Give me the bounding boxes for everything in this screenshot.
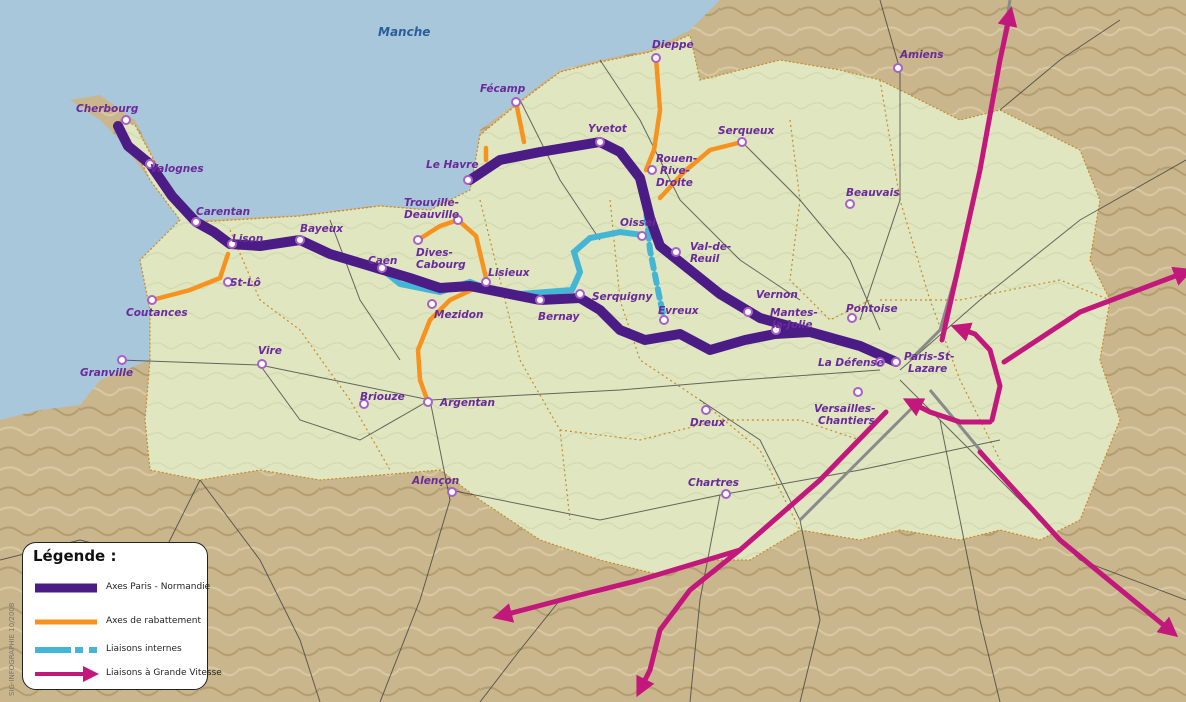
- city-markers: [117, 53, 903, 499]
- city-label: Yvetot: [588, 123, 628, 135]
- city-label: Lison: [232, 233, 263, 245]
- city-label: Evreux: [658, 305, 700, 317]
- city-label: Fécamp: [480, 83, 526, 95]
- legend-item-feeder: Axes de rabattement: [31, 611, 207, 633]
- legend-item-internal: Liaisons internes: [31, 639, 207, 661]
- city-label: Rouen-: [656, 153, 697, 165]
- legend-title: Légende :: [33, 547, 117, 565]
- city-label: Trouville-: [404, 197, 459, 209]
- city-label: Versailles-: [814, 403, 876, 415]
- city-label: Chantiers: [818, 415, 875, 427]
- city-label: Carentan: [196, 206, 250, 218]
- legend-item-main-axes: Axes Paris - Normandie: [31, 577, 211, 599]
- map-credit: SIG-INFOGRAPHIE 10/2008: [8, 603, 16, 696]
- city-label: Reuil: [690, 253, 720, 265]
- city-label: Le Havre: [426, 159, 479, 171]
- legend-label: Axes de rabattement: [106, 616, 201, 626]
- main-axes: [113, 121, 901, 367]
- cyan-line-icon: [35, 647, 97, 653]
- city-label: Droite: [656, 177, 693, 189]
- city-label: Val-de-: [690, 241, 731, 253]
- map-legend: Légende : Axes Paris - Normandie Axes de…: [22, 542, 222, 690]
- city-label: Deauville: [404, 209, 459, 221]
- city-labels: Cherbourg Valognes Carentan Lison Bayeux…: [76, 39, 954, 489]
- city-label: Pontoise: [846, 303, 898, 315]
- city-label: Alençon: [411, 475, 459, 487]
- city-label: Serqueux: [718, 125, 775, 137]
- sea-label: Manche: [378, 25, 430, 39]
- city-label: Beauvais: [846, 187, 899, 199]
- purple-line-icon: [35, 583, 97, 593]
- city-label: Lisieux: [488, 267, 531, 279]
- city-label: Amiens: [899, 49, 944, 61]
- department-borders: [229, 79, 1111, 531]
- city-label: Dives-: [416, 247, 453, 259]
- hsr-arrows: [492, 6, 1186, 698]
- legend-label: Axes Paris - Normandie: [106, 582, 211, 592]
- city-label: Argentan: [439, 397, 495, 409]
- city-label: Paris-St-: [904, 351, 954, 363]
- city-label: Rive-: [660, 165, 690, 177]
- city-label: Chartres: [688, 477, 739, 489]
- city-label: Bernay: [538, 311, 581, 323]
- city-label: Cabourg: [416, 259, 466, 271]
- city-label: Caen: [368, 255, 397, 267]
- city-label: Dreux: [690, 417, 726, 429]
- city-label: St-Lô: [230, 277, 261, 289]
- city-label: Vire: [258, 345, 282, 357]
- city-label: Coutances: [126, 307, 188, 319]
- magenta-arrow-icon: [35, 666, 99, 682]
- orange-line-icon: [35, 619, 97, 625]
- legend-label: Liaisons internes: [106, 644, 182, 654]
- legend-item-hsr: Liaisons à Grande Vitesse: [31, 663, 222, 685]
- city-label: Oissel: [620, 217, 656, 229]
- city-label: Mantes-: [770, 307, 818, 319]
- city-label: Lazare: [908, 363, 947, 375]
- city-label: Briouze: [360, 391, 405, 403]
- city-label: Valognes: [150, 163, 204, 175]
- city-label: Bayeux: [300, 223, 344, 235]
- feeder-lines: [149, 55, 745, 405]
- city-label: la-Jolie: [772, 319, 812, 331]
- legend-label: Liaisons à Grande Vitesse: [106, 668, 222, 678]
- city-label: Dieppe: [652, 39, 694, 51]
- city-label: Cherbourg: [76, 103, 139, 115]
- city-label: La Défense: [818, 357, 884, 369]
- city-label: Serquigny: [592, 291, 653, 303]
- city-label: Granville: [80, 367, 133, 379]
- city-label: Vernon: [756, 289, 798, 301]
- normandy-region: [118, 34, 1121, 576]
- city-label: Mezidon: [434, 309, 484, 321]
